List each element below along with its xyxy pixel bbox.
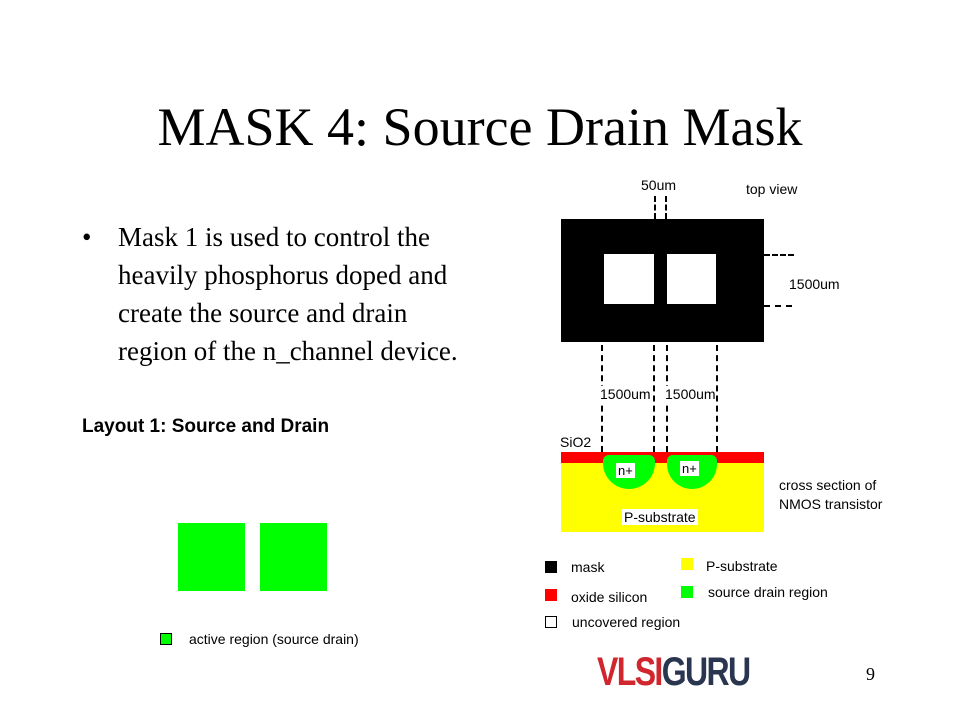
legend-swatch-oxide [545, 589, 557, 601]
active-legend-swatch [160, 633, 172, 645]
legend-label: mask [571, 559, 605, 575]
bullet-marker: • [82, 222, 92, 252]
dim-width-left-label: 1500um [600, 386, 651, 402]
oxide-layer [561, 452, 764, 463]
sio2-label: SiO2 [560, 434, 592, 450]
uncovered-window-right [667, 254, 716, 304]
layout-caption: Layout 1: Source and Drain [82, 416, 330, 437]
source-square [178, 523, 245, 591]
logo-part2: GURU [661, 650, 751, 694]
vlsiguru-logo: VLSIGURU [597, 650, 751, 695]
n-plus-right: n+ [680, 461, 699, 476]
dim-width-right-label: 1500um [665, 386, 716, 402]
legend-swatch-source-drain [681, 586, 693, 598]
cross-section-label: cross section of NMOS transistor [779, 477, 883, 512]
legend-label: uncovered region [572, 614, 681, 630]
legend-swatch-uncovered [545, 616, 557, 628]
legend-swatch-substrate [681, 558, 693, 570]
dim-line [654, 196, 656, 219]
uncovered-window-left [604, 254, 654, 304]
dim-line [665, 196, 667, 219]
active-legend-label: active region (source drain) [189, 631, 359, 647]
legend-swatch-mask [545, 561, 557, 573]
dim-line [716, 345, 718, 452]
slide-title: MASK 4: Source Drain Mask [157, 97, 803, 157]
dim-line [764, 254, 794, 256]
top-view-label: top view [746, 181, 798, 197]
dim-height-label: 1500um [789, 276, 840, 292]
logo-part1: VLSI [597, 650, 663, 694]
drain-square [260, 523, 327, 591]
legend-label: source drain region [708, 584, 828, 600]
legend-label: P-substrate [706, 558, 778, 574]
mask-top-view [561, 219, 764, 342]
legend-label: oxide silicon [571, 589, 648, 605]
bullet-text: Mask 1 is used to control the heavily ph… [118, 222, 458, 366]
n-plus-left: n+ [616, 463, 635, 478]
dim-gap-label: 50um [641, 177, 677, 193]
dim-line [653, 345, 655, 452]
dim-line [764, 305, 792, 307]
substrate-label: P-substrate [622, 509, 698, 525]
page-number: 9 [866, 664, 875, 684]
